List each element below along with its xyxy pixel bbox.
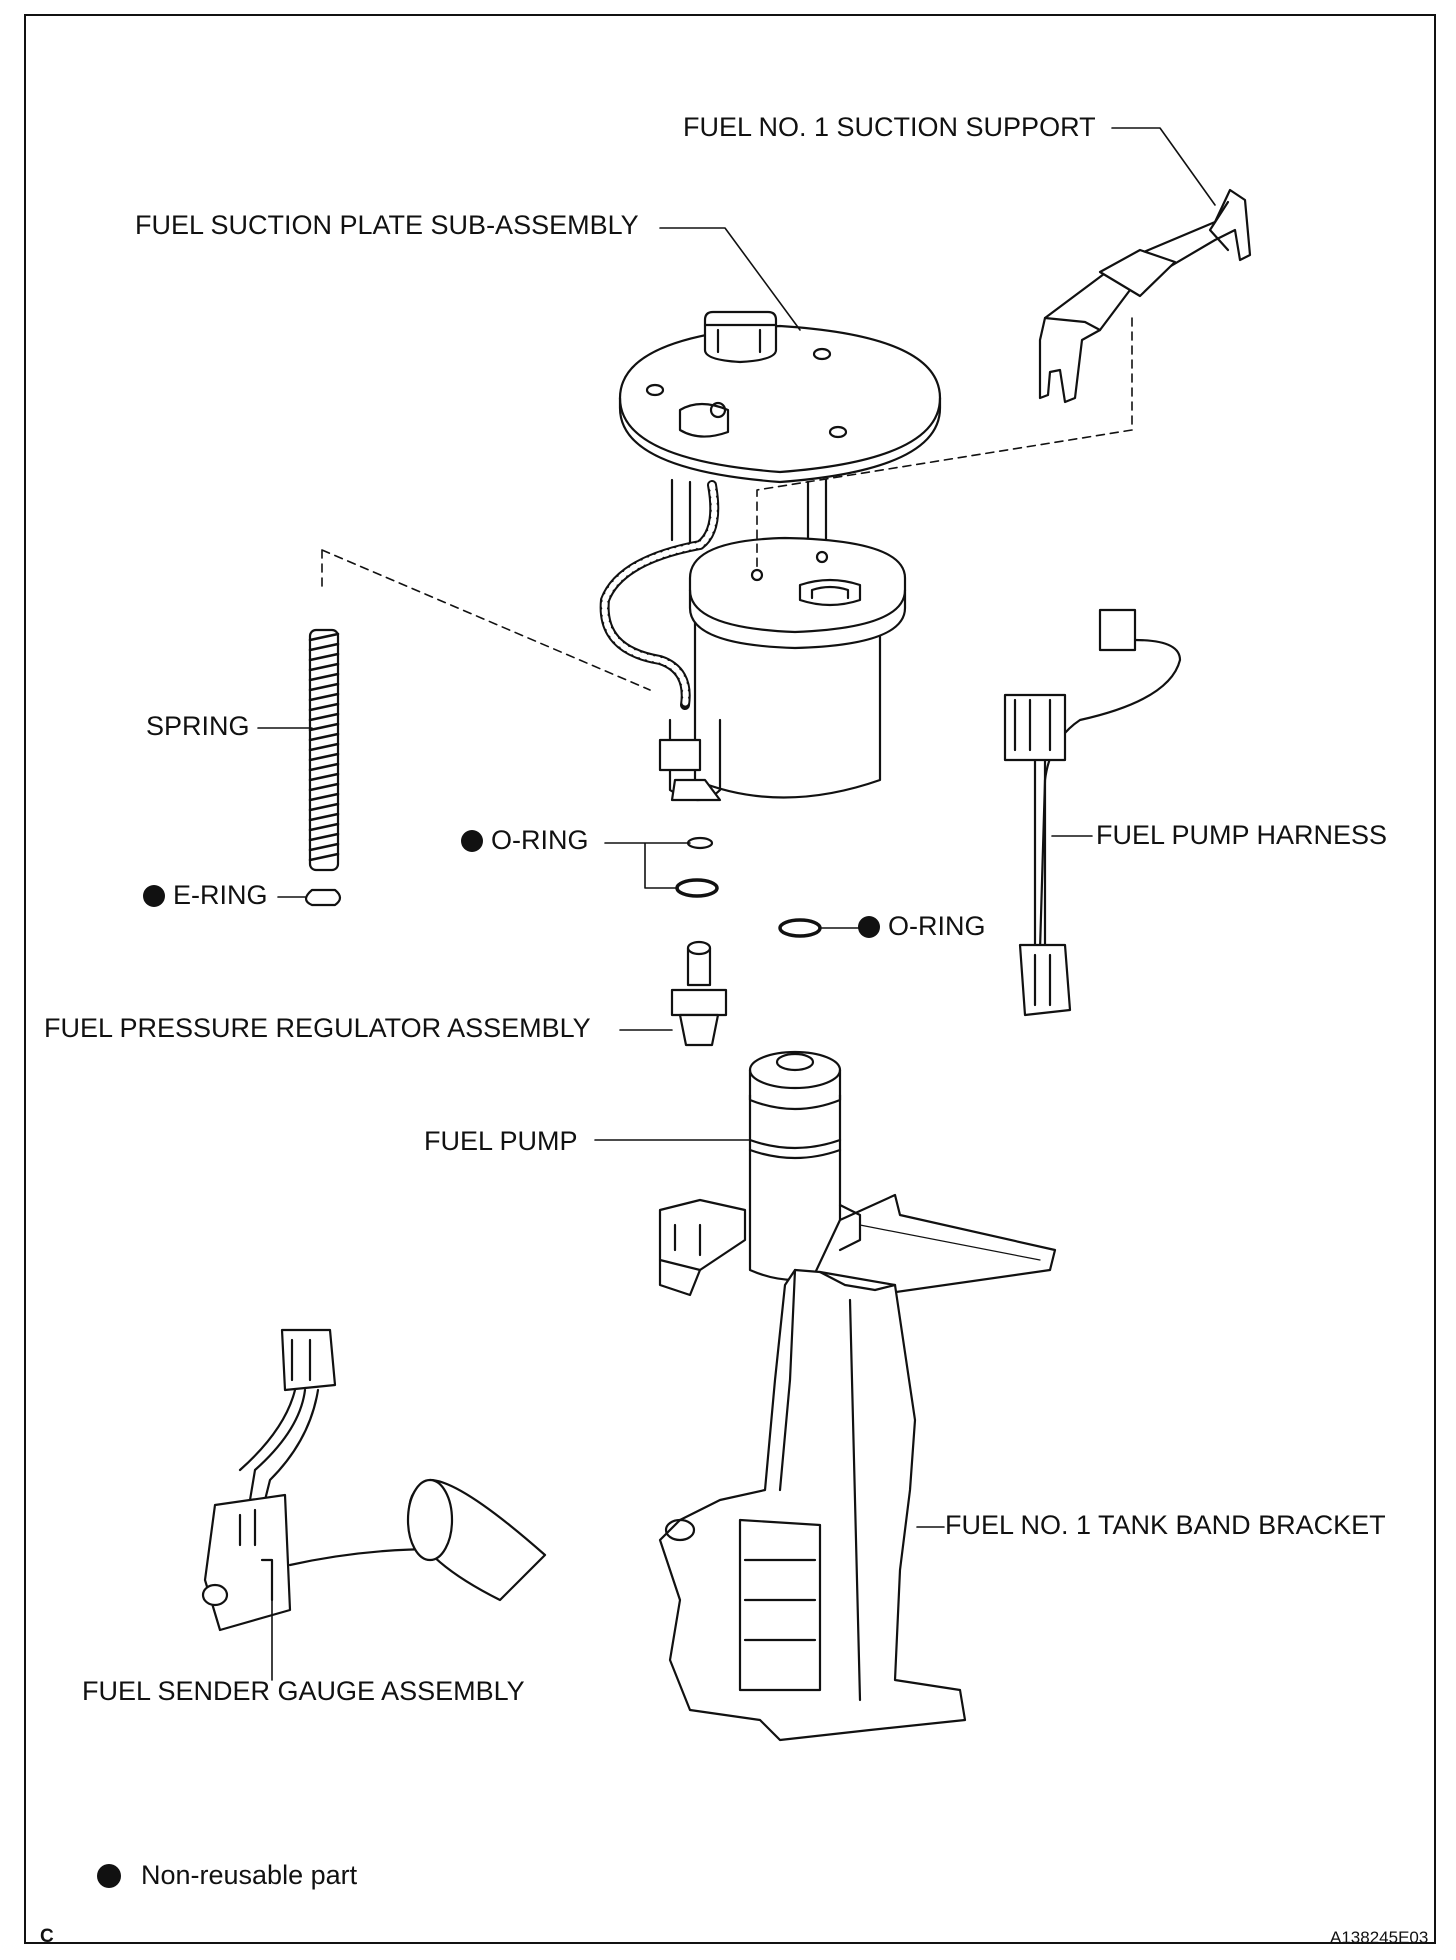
legend: Non-reusable part <box>97 1862 357 1889</box>
label-pressure-regulator: FUEL PRESSURE REGULATOR ASSEMBLY <box>44 1013 591 1043</box>
fuel-pressure-regulator <box>670 940 728 1047</box>
corner-letter: C <box>40 1926 54 1947</box>
fuel-suction-support <box>1038 188 1252 404</box>
label-e-ring: E-RING <box>143 882 268 909</box>
spring <box>308 628 340 872</box>
leader-suction-plate <box>659 227 801 331</box>
fuel-sender-gauge <box>201 1328 547 1632</box>
label-o-ring-upper: O-RING <box>461 827 589 854</box>
label-suction-support: FUEL NO. 1 SUCTION SUPPORT <box>683 112 1096 142</box>
fuel-tank-band-bracket <box>658 1268 967 1742</box>
figure-id: A138245E03 <box>1330 1928 1429 1947</box>
corrugated-hose <box>599 480 720 710</box>
non-reusable-dot-icon <box>97 1864 121 1888</box>
suction-support-dashed-line <box>756 317 1133 571</box>
leader-suction-support <box>1111 127 1216 206</box>
non-reusable-dot-icon <box>143 885 165 907</box>
fuel-suction-plate <box>618 310 942 547</box>
label-sender-gauge: FUEL SENDER GAUGE ASSEMBLY <box>82 1676 525 1706</box>
non-reusable-dot-icon <box>858 916 880 938</box>
o-ring-lower <box>778 918 822 938</box>
diagram-frame <box>24 14 1436 1944</box>
non-reusable-dot-icon <box>461 830 483 852</box>
label-pump-harness: FUEL PUMP HARNESS <box>1096 820 1388 850</box>
label-fuel-pump: FUEL PUMP <box>424 1126 578 1156</box>
fuel-filter-canister <box>658 536 907 802</box>
o-ring-medium <box>675 878 719 898</box>
fuel-pump-harness <box>1003 608 1182 1017</box>
legend-text: Non-reusable part <box>141 1860 358 1890</box>
e-ring <box>304 888 342 907</box>
label-tank-band-bracket: FUEL NO. 1 TANK BAND BRACKET <box>945 1510 1386 1540</box>
fuel-pump <box>658 1050 1057 1307</box>
label-spring: SPRING <box>146 711 250 741</box>
leader-o-ring-upper <box>604 842 691 889</box>
label-o-ring-lower: O-RING <box>858 913 986 940</box>
label-suction-plate: FUEL SUCTION PLATE SUB-ASSEMBLY <box>135 210 639 240</box>
o-ring-small <box>686 836 714 850</box>
spring-dashed-line <box>321 549 651 691</box>
